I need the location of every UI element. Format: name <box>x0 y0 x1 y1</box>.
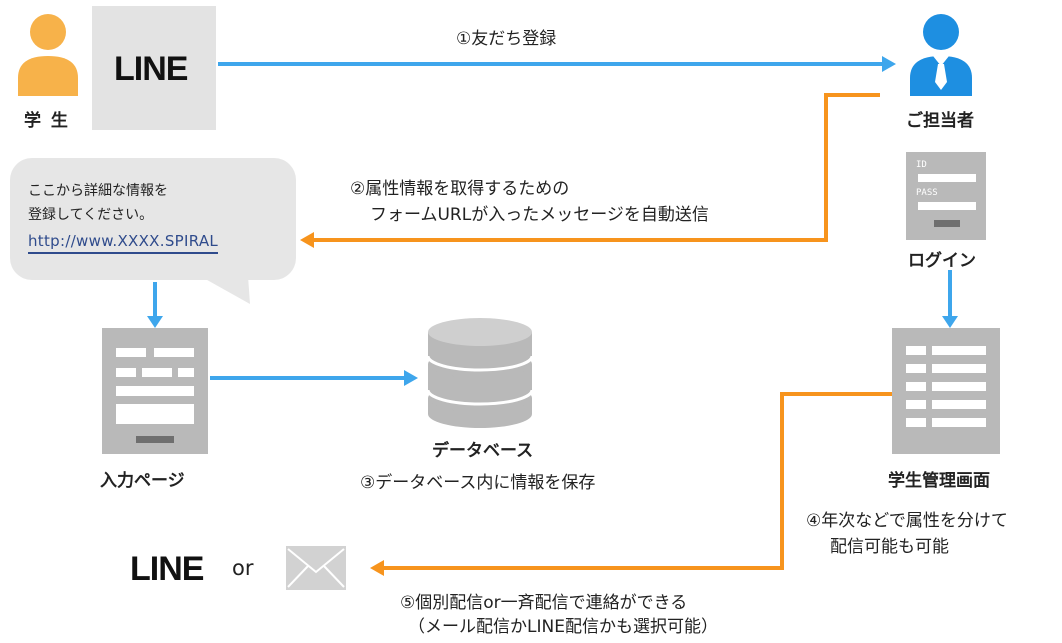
arrowhead-step1 <box>882 56 896 72</box>
login-submit-bar <box>934 220 960 227</box>
arrow-step2 <box>312 93 880 242</box>
staff-label: ご担当者 <box>906 111 974 131</box>
arrowhead-step5 <box>370 560 384 576</box>
step2-label-line2: フォームURLが入ったメッセージを自動送信 <box>370 205 709 225</box>
login-label: ログイン <box>908 251 976 271</box>
arrowhead-step2 <box>300 232 314 248</box>
bubble-link[interactable]: http://www.XXXX.SPIRAL <box>28 232 219 254</box>
step4-label-line1: ④年次などで属性を分けて <box>806 511 1008 531</box>
login-id-label: ID <box>916 160 927 170</box>
step1-label: ①友だち登録 <box>456 29 557 49</box>
database-icon <box>426 318 534 428</box>
login-form-icon: ID PASS <box>906 152 986 240</box>
step5-label-line2: （メール配信かLINE配信かも選択可能） <box>408 617 718 637</box>
arrow-step5 <box>382 392 894 570</box>
student-admin-label: 学生管理画面 <box>888 471 990 491</box>
bubble-text-line2: 登録してください。 <box>28 207 154 223</box>
step4-label-line2: 配信可能も可能 <box>830 537 949 557</box>
step3-label: ③データベース内に情報を保存 <box>360 473 596 493</box>
speech-bubble-tail <box>200 276 250 304</box>
login-pass-label: PASS <box>916 188 938 198</box>
arrowhead-bubble-to-input <box>147 316 163 328</box>
student-admin-icon <box>892 328 1000 454</box>
input-page-label: 入力ページ <box>100 471 185 491</box>
student-label: 学 生 <box>24 111 70 131</box>
step2-label-line1: ②属性情報を取得するための <box>350 179 570 199</box>
arrowhead-login-to-admin <box>942 316 958 328</box>
step5-label-line1: ⑤個別配信or一斉配信で連絡ができる <box>400 593 688 613</box>
input-page-form-icon <box>102 328 208 454</box>
student-person-icon <box>18 14 78 96</box>
line-logo-bottom: LINE <box>130 550 204 588</box>
login-id-field <box>918 174 976 182</box>
speech-bubble <box>10 158 296 280</box>
envelope-icon <box>286 546 346 590</box>
or-text: or <box>232 556 254 580</box>
database-label: データベース <box>432 441 534 461</box>
login-pass-field <box>918 202 976 210</box>
line-app-box: LINE <box>92 6 216 130</box>
line-logo-top: LINE <box>114 50 188 88</box>
staff-person-icon <box>910 14 972 96</box>
arrowhead-step3 <box>404 370 418 386</box>
bubble-text-line1: ここから詳細な情報を <box>28 183 168 199</box>
